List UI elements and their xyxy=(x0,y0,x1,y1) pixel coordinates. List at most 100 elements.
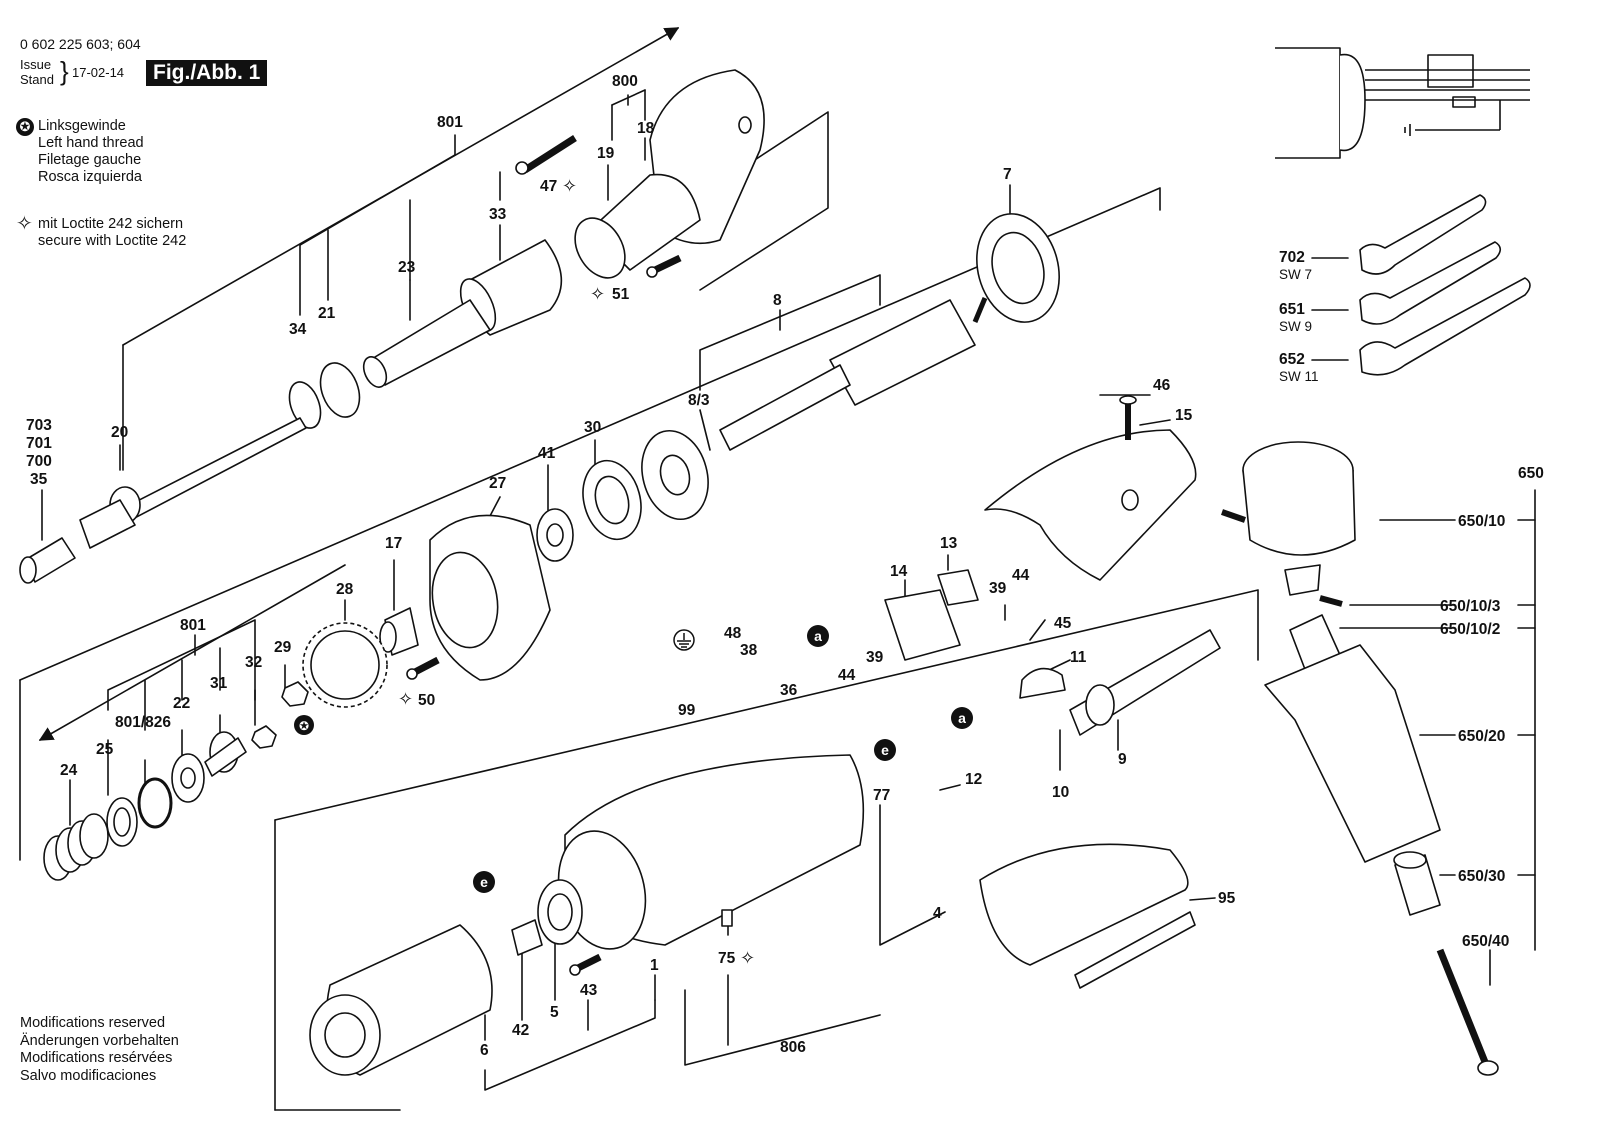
label-19: 19 xyxy=(597,145,615,162)
loctite-legend: ✧ mit Loctite 242 sichern secure with Lo… xyxy=(16,214,187,250)
modifications-fr: Modifications resérvées xyxy=(20,1050,173,1066)
label-34: 34 xyxy=(289,321,307,338)
label-652: 652 xyxy=(1279,351,1305,368)
label-25: 25 xyxy=(96,741,114,758)
svg-text:e: e xyxy=(881,742,889,758)
label-15: 15 xyxy=(1175,407,1193,424)
label-1: 1 xyxy=(650,957,659,974)
label-11: 11 xyxy=(1070,649,1087,666)
left-thread-es: Rosca izquierda xyxy=(38,169,142,185)
label-95: 95 xyxy=(1218,890,1236,907)
spring-washer-7 xyxy=(976,213,1060,323)
pinion-31 xyxy=(204,731,247,777)
collet-35 xyxy=(19,537,76,584)
label-42: 42 xyxy=(512,1022,529,1039)
stand-label: Stand xyxy=(20,72,54,87)
label-32: 32 xyxy=(245,654,262,671)
label-sw11: SW 11 xyxy=(1279,369,1319,384)
lower-axis-line xyxy=(38,564,346,741)
nut-29 xyxy=(281,681,309,707)
label-50: 50 xyxy=(418,692,435,709)
label-8: 8 xyxy=(773,292,782,309)
motor-housing-1 xyxy=(557,754,865,950)
wrench-651 xyxy=(1359,241,1502,325)
label-7: 7 xyxy=(1003,166,1012,183)
set-screw-75 xyxy=(721,909,733,927)
label-75: 75 xyxy=(718,950,736,967)
cover-15 xyxy=(984,429,1197,581)
connector-a-lower: a xyxy=(951,707,973,729)
label-30: 30 xyxy=(584,419,601,436)
label-801-826: 801/826 xyxy=(115,714,171,731)
loctite-51: ✧ xyxy=(590,284,605,304)
label-33: 33 xyxy=(489,206,507,223)
label-77: 77 xyxy=(873,787,890,804)
label-48: 48 xyxy=(724,625,742,642)
label-27: 27 xyxy=(489,475,506,492)
washer-34 xyxy=(288,381,322,429)
gear-28 xyxy=(302,622,388,708)
issue-brace: } xyxy=(60,56,69,86)
bearing-22 xyxy=(171,753,205,803)
label-31: 31 xyxy=(210,675,228,692)
svg-text:✪: ✪ xyxy=(299,719,309,733)
label-650-20: 650/20 xyxy=(1458,728,1505,745)
loctite-50: ✧ xyxy=(398,689,413,709)
washer-5 xyxy=(537,879,583,945)
nut-32 xyxy=(251,725,277,749)
label-5: 5 xyxy=(550,1004,559,1021)
label-46: 46 xyxy=(1153,377,1171,394)
base-4 xyxy=(979,843,1189,966)
wrench-702 xyxy=(1359,194,1487,275)
bearing-41 xyxy=(536,508,574,562)
lower-frame xyxy=(274,589,1259,821)
label-800: 800 xyxy=(612,73,638,90)
sleeve-650-30 xyxy=(1393,851,1441,916)
label-701: 701 xyxy=(26,435,52,452)
modifications-notice: Modifications reserved Änderungen vorbeh… xyxy=(20,1015,179,1085)
label-17: 17 xyxy=(385,535,402,552)
screw-47 xyxy=(515,135,577,175)
label-45: 45 xyxy=(1054,615,1072,632)
svg-text:e: e xyxy=(480,874,488,890)
bolt-650-40 xyxy=(1436,948,1499,1076)
label-21: 21 xyxy=(318,305,336,322)
spacer-13 xyxy=(937,569,979,606)
cable-9 xyxy=(1069,629,1221,736)
label-651: 651 xyxy=(1279,301,1305,318)
wiring-diagram xyxy=(1275,47,1530,159)
screw-50 xyxy=(406,656,440,680)
svg-text:a: a xyxy=(814,628,822,644)
label-23: 23 xyxy=(398,259,416,276)
label-35: 35 xyxy=(30,471,48,488)
label-29: 29 xyxy=(274,639,292,656)
label-801-top: 801 xyxy=(437,114,463,131)
switch-14 xyxy=(884,589,961,661)
strip-95 xyxy=(1074,911,1196,989)
connector-e-upper: e xyxy=(874,739,896,761)
label-sw7: SW 7 xyxy=(1279,267,1312,282)
bearing-21 xyxy=(319,362,361,418)
gear-housing-800 xyxy=(574,69,765,279)
middle-frame xyxy=(19,187,1161,681)
loctite-47: ✧ xyxy=(562,176,577,196)
label-703: 703 xyxy=(26,417,52,434)
label-36: 36 xyxy=(780,682,798,699)
loctite-en: secure with Loctite 242 xyxy=(38,233,187,249)
label-18: 18 xyxy=(637,120,655,137)
screw-650-10-3 xyxy=(1319,595,1343,607)
label-650-40: 650/40 xyxy=(1462,933,1509,950)
label-41: 41 xyxy=(538,445,556,462)
ground-symbol-icon xyxy=(673,629,695,651)
o-ring-801-826 xyxy=(137,777,173,829)
label-39-upper: 39 xyxy=(989,580,1007,597)
modifications-es: Salvo modificaciones xyxy=(20,1067,157,1084)
label-44-upper: 44 xyxy=(1012,567,1030,584)
label-650-10-2: 650/10/2 xyxy=(1440,621,1500,638)
label-9: 9 xyxy=(1118,751,1127,768)
label-20: 20 xyxy=(111,424,128,441)
label-13: 13 xyxy=(940,535,958,552)
label-sw9: SW 9 xyxy=(1279,319,1312,334)
left-thread-marker: ✪ xyxy=(294,715,314,735)
handle-650-20 xyxy=(1264,644,1441,863)
